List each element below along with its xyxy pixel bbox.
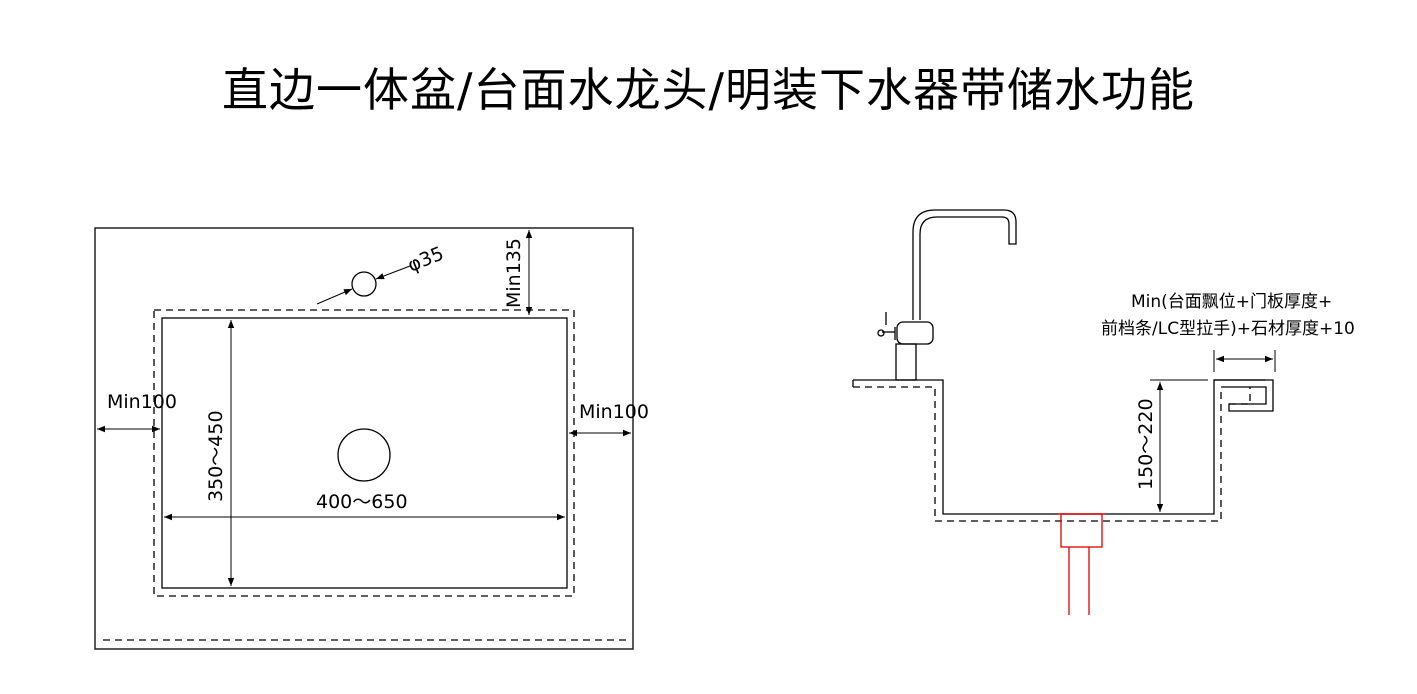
countertop-left — [853, 379, 1265, 515]
sink-dashed-outline — [853, 386, 1222, 522]
width-label: 400～650 — [316, 491, 408, 513]
front-apron — [1214, 379, 1274, 412]
drain-pipe — [1058, 513, 1105, 615]
page-title: 直边一体盆/台面水龙头/明装下水器带储水功能 — [222, 63, 1195, 117]
min-right-label: Min100 — [579, 401, 649, 423]
cutout-dashed-outline — [153, 309, 575, 597]
faucet-icon — [877, 209, 1017, 381]
section-depth-label: 150～220 — [1135, 398, 1157, 490]
faucet-hole — [351, 271, 377, 297]
faucet-hole-leader-out — [375, 265, 411, 280]
faucet-hole-leader-in — [316, 288, 353, 305]
plan-view: φ35 Min135 Min100 Min100 350～450 400～650 — [94, 227, 649, 650]
min-left-label: Min100 — [107, 391, 177, 413]
countertop-outline — [94, 227, 634, 650]
front-apron-dashed — [1229, 387, 1251, 405]
min-top-label: Min135 — [503, 238, 525, 308]
note-line-1: Min(台面飘位+门板厚度+ — [1131, 292, 1332, 312]
hole-diameter-label: φ35 — [405, 242, 447, 276]
note-line-2: 前档条/LC型拉手)+石材厚度+10 — [1101, 319, 1355, 339]
drain-circle — [337, 428, 391, 482]
depth-label: 350～450 — [205, 410, 227, 502]
section-view: 150～220 Min(台面飘位+门板厚度+ 前档条/LC型拉手)+石材厚度+1… — [852, 209, 1355, 615]
sink-bowl — [161, 317, 568, 589]
